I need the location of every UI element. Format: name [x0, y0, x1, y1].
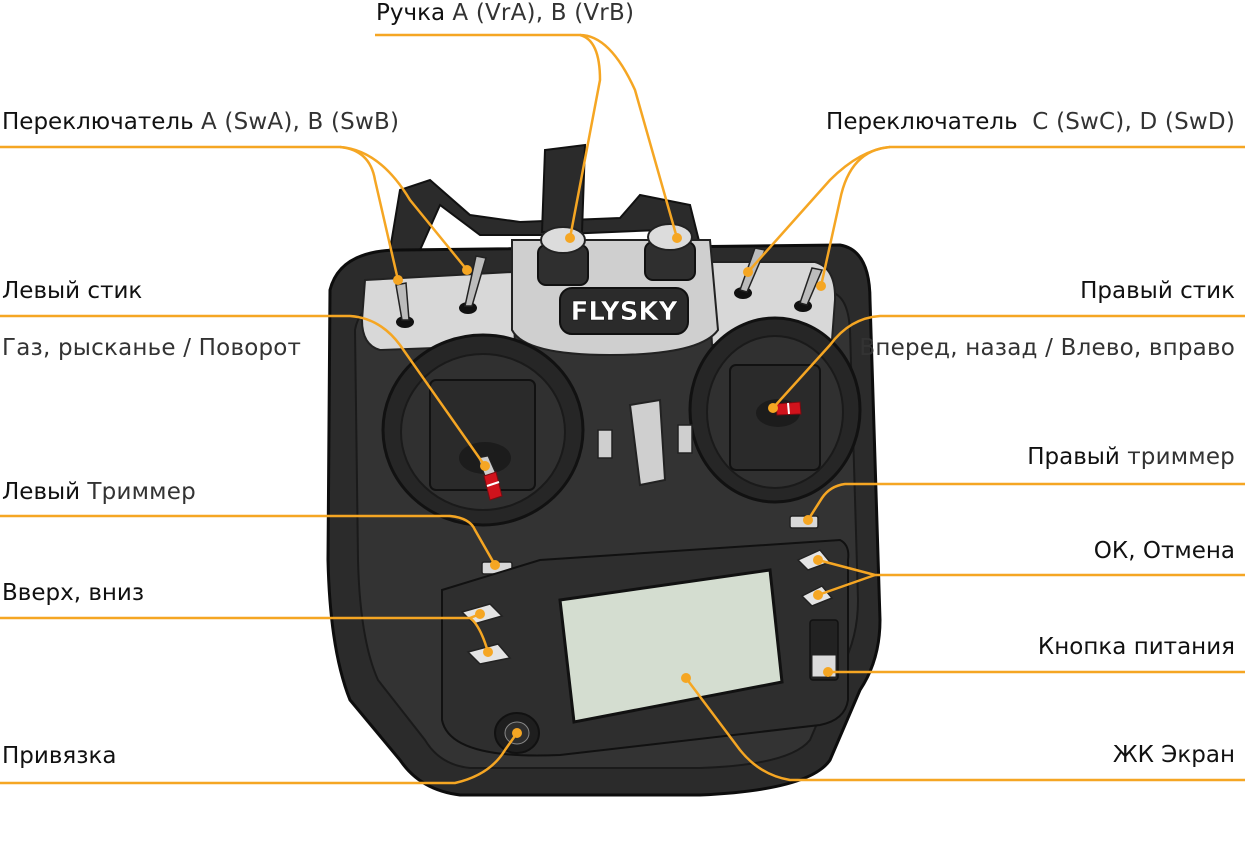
- switch-swa[interactable]: [395, 282, 414, 328]
- knob-vra[interactable]: [537, 226, 589, 286]
- label-up-down: Вверх, вниз: [2, 580, 145, 606]
- switch-swb[interactable]: [459, 255, 487, 314]
- label-bind: Привязка: [2, 743, 117, 769]
- label-switch-cd: Переключатель C (SwC), D (SwD): [826, 109, 1235, 135]
- switch-swd[interactable]: [794, 267, 824, 312]
- label-right-stick-functions: Вперед, назад / Влево, вправо: [859, 335, 1235, 361]
- leader-dots: [393, 233, 833, 738]
- knob-vrb[interactable]: [644, 223, 696, 281]
- label-ok-cancel: ОК, Отмена: [1093, 538, 1235, 564]
- label-left-stick: Левый стик: [2, 278, 143, 304]
- label-left-trimmer: Левый Триммер: [2, 479, 196, 505]
- label-power-button: Кнопка питания: [1037, 634, 1235, 660]
- label-lcd: ЖК Экран: [1112, 742, 1235, 768]
- lcd-screen: [558, 568, 784, 724]
- label-left-stick-functions: Газ, рысканье / Поворот: [2, 335, 302, 361]
- label-right-stick: Правый стик: [1080, 278, 1235, 304]
- label-switch-ab: Переключатель A (SwA), B (SwB): [2, 109, 400, 135]
- brand-text: FLYSKY: [571, 297, 679, 327]
- right-stick[interactable]: [775, 401, 802, 416]
- center-slot: [597, 398, 693, 487]
- flysky-logo: FLYSKY: [559, 287, 689, 335]
- label-right-trimmer: Правый триммер: [1027, 444, 1235, 470]
- leader-lines: [0, 33, 1245, 785]
- left-gimbal: [381, 333, 585, 527]
- label-knobs: Ручка A (VrA), B (VrB): [376, 0, 635, 26]
